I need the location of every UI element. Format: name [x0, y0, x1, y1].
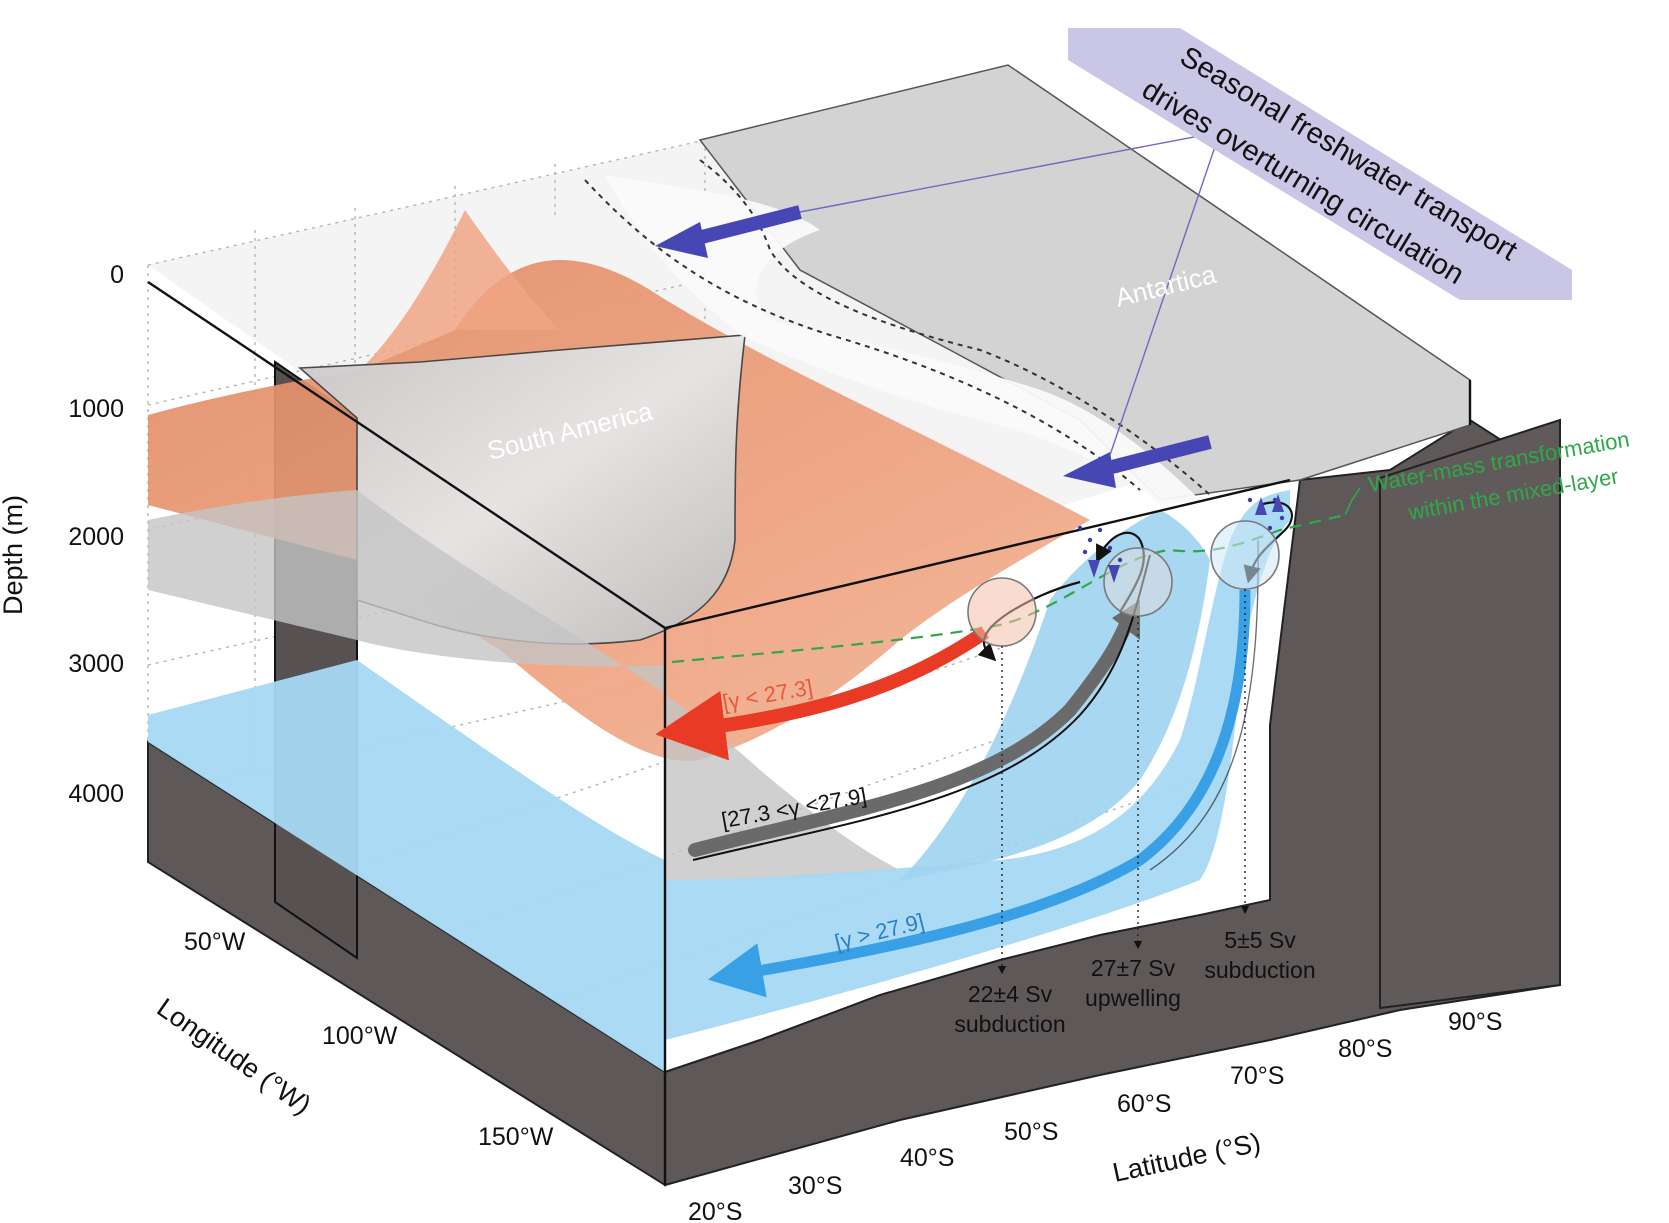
- antarctic-surface: [584, 64, 1471, 505]
- sinking-marker-2: [1108, 565, 1120, 583]
- dense-water-front-sheet: [665, 490, 1290, 1040]
- dense-water-arrow: [707, 589, 1251, 998]
- south-america-sheet: [148, 334, 900, 880]
- flux-3-type: subduction: [1204, 957, 1315, 983]
- depth-tick-2: 2000: [68, 523, 124, 551]
- freshwater-arrow-1: [688, 205, 802, 247]
- flux-pointers: [997, 589, 1250, 975]
- flux-1-type: subduction: [954, 1011, 1065, 1037]
- antarctic-wall-right-face: [1379, 418, 1561, 1010]
- latitude-axis-title: Latitude (°S): [1110, 1127, 1263, 1188]
- dense-water-floor-sheet: [148, 660, 665, 1072]
- freshwater-arrow-1-head: [655, 222, 708, 258]
- circulation-arrows: [655, 131, 1293, 998]
- depth-tick-4: 4000: [68, 780, 124, 808]
- longitude-axis-title: Longitude (°W): [152, 992, 317, 1120]
- subduction-site-circle-2: [1210, 520, 1280, 590]
- depth-axis: Depth (m) 0 1000 2000 3000 4000: [0, 261, 124, 808]
- sea-ice-edge-north: [584, 179, 1141, 491]
- antarctic-top-face: [698, 64, 1471, 501]
- latitude-tick-0: 20°S: [688, 1198, 742, 1223]
- flux-1-value: 22±4 Sv: [968, 981, 1053, 1007]
- depth-tick-3: 3000: [68, 650, 124, 678]
- latitude-tick-6: 80°S: [1338, 1035, 1392, 1063]
- light-water-upper-sheet: [360, 210, 560, 370]
- seafloor-front-face: [664, 418, 1561, 1187]
- mixed-layer-note-bracket: [1344, 487, 1361, 516]
- latitude-tick-3: 50°S: [1004, 1118, 1058, 1146]
- latitude-tick-4: 60°S: [1117, 1090, 1171, 1118]
- flux-2-value: 27±7 Sv: [1091, 955, 1176, 981]
- subduction-site-circle-1: [967, 577, 1037, 647]
- intermediate-arrow-edge: [692, 554, 1151, 861]
- transformation-sites: [967, 494, 1285, 647]
- longitude-tick-1: 100°W: [322, 1022, 398, 1050]
- depth-axis-title: Depth (m): [0, 495, 28, 615]
- sinking-marker-1: [1088, 560, 1100, 578]
- longitude-tick-0: 50°W: [184, 928, 246, 956]
- latitude-tick-1: 30°S: [788, 1172, 842, 1200]
- flux-3-value: 5±5 Sv: [1224, 927, 1296, 953]
- dense-arrow-edge: [1149, 539, 1259, 871]
- banner-box: [1068, 28, 1572, 300]
- flux-labels: 22±4 Sv subduction 27±7 Sv upwelling 5±5…: [954, 927, 1315, 1037]
- latitude-tick-7: 90°S: [1448, 1008, 1502, 1036]
- rising-marker-2: [1272, 494, 1284, 512]
- depth-tick-1: 1000: [68, 395, 124, 423]
- depth-tick-0: 0: [110, 261, 124, 289]
- freshwater-arrow-2: [1098, 435, 1212, 477]
- freshwater-arrow-2-head: [1063, 452, 1116, 488]
- intermediate-water-sheet: [148, 490, 900, 880]
- sea-ice-band: [605, 175, 1200, 505]
- longitude-tick-2: 150°W: [478, 1123, 554, 1151]
- light-water-arrow: [655, 626, 989, 761]
- latitude-tick-2: 40°S: [900, 1144, 954, 1172]
- latitude-tick-5: 70°S: [1230, 1062, 1284, 1090]
- intermediate-water-arrow: [688, 608, 1137, 857]
- rising-marker-1: [1255, 497, 1267, 515]
- flux-2-type: upwelling: [1085, 985, 1181, 1011]
